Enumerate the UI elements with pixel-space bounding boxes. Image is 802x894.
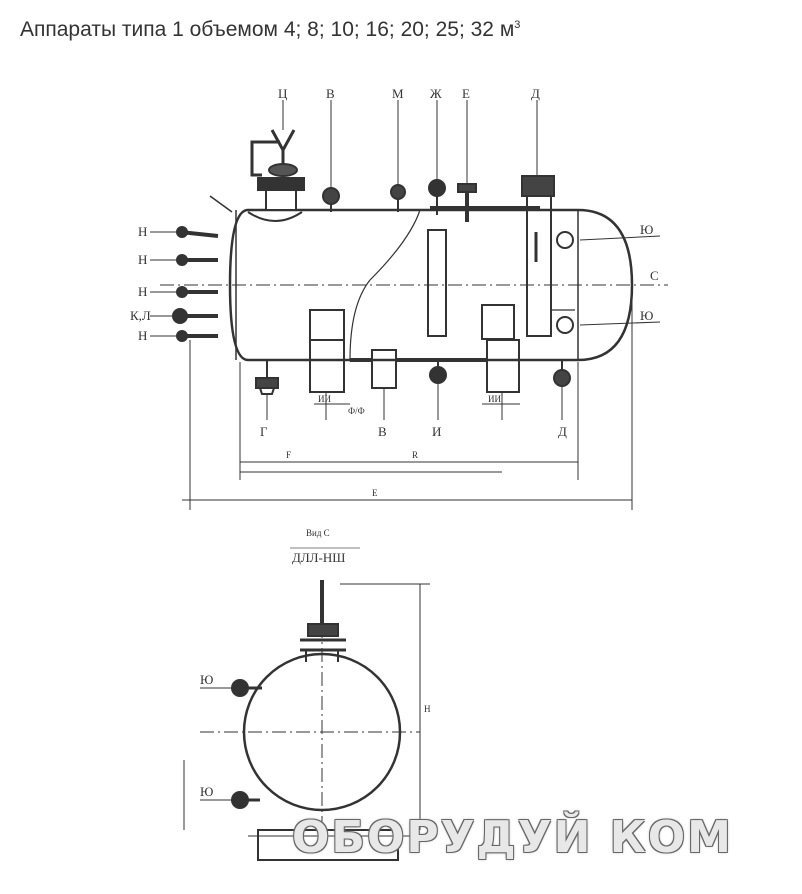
label-right-1: С <box>650 268 659 283</box>
dimension-lines <box>182 290 633 510</box>
label-right-0: Ю <box>640 222 653 237</box>
watermark: ОБОРУДУЙ КОМ <box>292 812 733 863</box>
internal-sumps <box>309 304 520 393</box>
dimension-labels: F R E ИИ Ф/Ф ИИ <box>286 394 501 498</box>
dim-label-2: E <box>372 488 378 498</box>
title-text: Аппараты типа 1 объемом 4; 8; 10; 16; 20… <box>20 18 515 41</box>
bottom-labels: Г В И Д <box>260 424 567 439</box>
level-gauges <box>427 195 575 337</box>
label-top-4: Е <box>462 86 470 101</box>
side-view-vessel <box>183 580 430 861</box>
manhole <box>247 129 305 222</box>
view-sub-caption: ДЛЛ-НШ <box>292 550 345 565</box>
left-labels: Н Н Н К,Л Н <box>130 224 151 343</box>
bottom-nozzles <box>255 360 571 395</box>
note-1: Ф/Ф <box>348 406 365 416</box>
label-bottom-1: В <box>378 424 387 439</box>
label-top-0: Ц <box>278 86 288 101</box>
label-bottom-2: И <box>432 424 441 439</box>
top-nozzles <box>322 175 555 222</box>
left-nozzles <box>172 195 233 342</box>
label-left-3: К,Л <box>130 308 151 323</box>
label-bottom-3: Д <box>558 424 567 439</box>
dim-label-1: R <box>412 450 418 460</box>
label-top-2: М <box>392 86 404 101</box>
leader-lines <box>150 100 661 337</box>
label-left-2: Н <box>138 284 147 299</box>
view-caption: Вид С <box>306 528 330 538</box>
note-2: ИИ <box>488 394 501 404</box>
side-view-captions: Вид С ДЛЛ-НШ Ю Ю Н <box>200 528 431 799</box>
label-top-3: Ж <box>430 86 442 101</box>
label-left-0: Н <box>138 224 147 239</box>
top-labels: Ц В М Ж Е Д <box>278 86 540 101</box>
side-label-0: Ю <box>200 672 213 687</box>
vessel-body <box>160 208 668 362</box>
label-left-1: Н <box>138 252 147 267</box>
title-superscript: 3 <box>514 19 521 31</box>
label-top-5: Д <box>531 86 540 101</box>
label-top-1: В <box>326 86 335 101</box>
diagram-title: Аппараты типа 1 объемом 4; 8; 10; 16; 20… <box>20 18 520 42</box>
dim-label-0: F <box>286 450 291 460</box>
label-left-4: Н <box>138 328 147 343</box>
note-0: ИИ <box>318 394 331 404</box>
label-right-2: Ю <box>640 308 653 323</box>
side-dim-label: Н <box>424 704 431 714</box>
right-labels: Ю С Ю <box>640 222 659 323</box>
label-bottom-0: Г <box>260 424 268 439</box>
side-label-1: Ю <box>200 784 213 799</box>
